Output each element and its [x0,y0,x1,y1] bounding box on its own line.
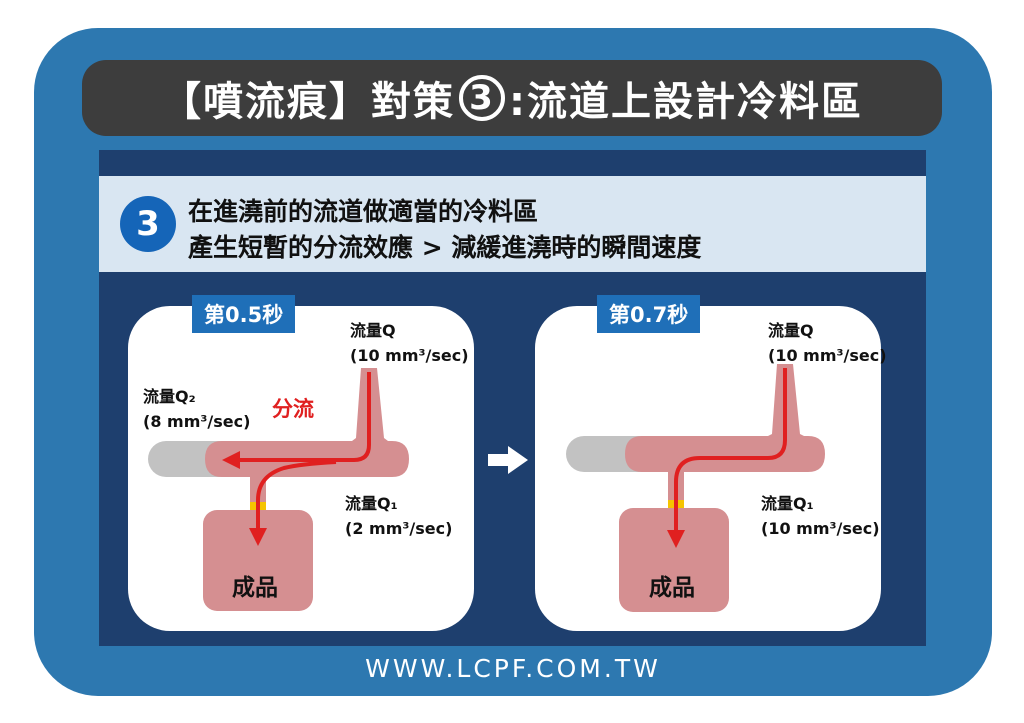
left-product-label: 成品 [232,575,278,601]
left-flow-q2-value: (8 mm³/sec) [143,412,251,431]
right-flow-q-value: (10 mm³/sec) [768,346,887,365]
right-flow-arrow-head [667,530,685,548]
left-flow-q-value: (10 mm³/sec) [350,346,469,365]
step-number-badge: 3 [120,196,176,252]
left-q1-arrow-line [256,460,337,530]
left-flow-q2-label: 流量Q₂ [143,387,196,406]
website-url: WWW.LCPF.COM.TW [365,654,661,683]
left-time-tag: 第0.5秒 [192,295,296,333]
left-split-arrow-line [236,372,371,462]
split-label: 分流 [272,397,314,421]
left-product-box [203,510,313,611]
page-title: 【噴流痕】對策 3 :流道上設計冷料區 [82,60,942,136]
right-flow-arrow-line [674,368,787,532]
title-prefix: 【噴流痕】對策 [161,79,455,125]
title-step-number: 3 [459,75,505,121]
header-line-2: 產生短暫的分流效應 > 減緩進澆時的瞬間速度 [188,233,702,262]
left-flow-q1-label: 流量Q₁ [345,494,398,513]
right-product-label: 成品 [649,575,695,601]
left-flow-q-label: 流量Q [350,321,396,340]
right-flow-q1-value: (10 mm³/sec) [761,519,880,538]
right-product-box [619,508,729,612]
right-flow-q-label: 流量Q [768,321,814,340]
header-line-1: 在進澆前的流道做適當的冷料區 [188,197,539,226]
right-runner-shape [625,364,825,500]
right-flow-q1-label: 流量Q₁ [761,494,814,513]
left-runner-shape [205,368,409,502]
arrow-right-icon [488,446,528,474]
header-box [99,176,926,272]
left-split-arrow-head [222,451,240,469]
title-suffix: :流道上設計冷料區 [509,79,863,125]
left-flow-q1-value: (2 mm³/sec) [345,519,453,538]
right-time-tag: 第0.7秒 [597,295,701,333]
left-q1-arrow-head [249,528,267,546]
